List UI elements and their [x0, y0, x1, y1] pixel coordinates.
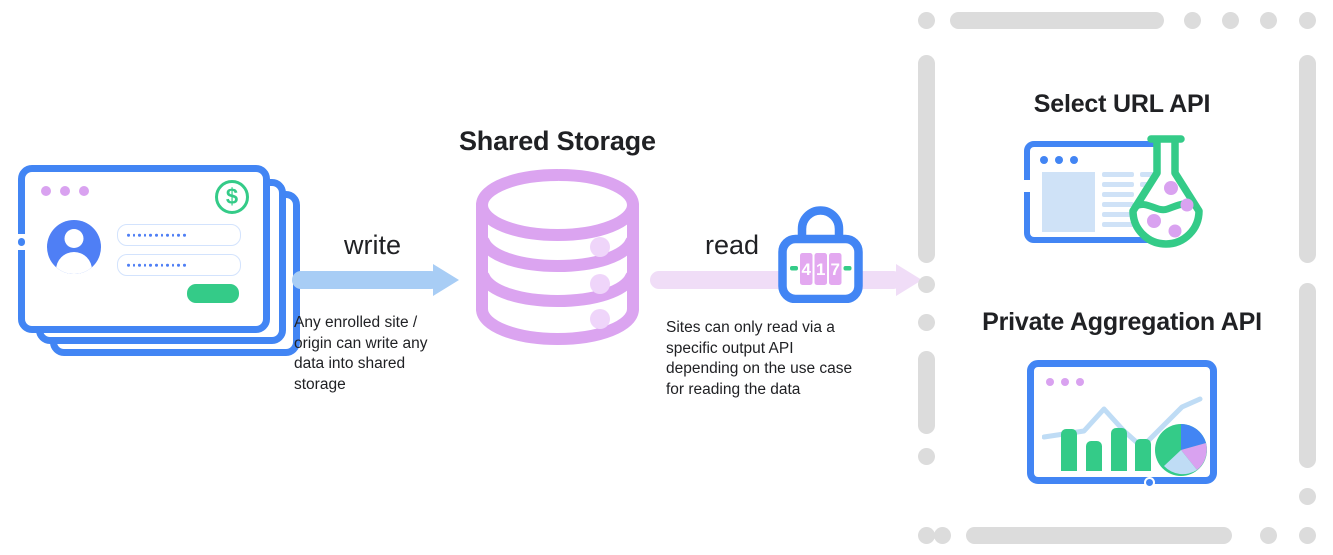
panel-border-segment	[950, 12, 1164, 29]
write-arrow-head	[433, 264, 459, 296]
masked-value	[127, 233, 186, 237]
browser-window-with-charts-icon	[1027, 360, 1217, 488]
read-arrow-head	[896, 264, 922, 296]
panel-border-dot	[918, 314, 935, 331]
read-arrow-shaft	[650, 271, 902, 289]
dollar-symbol: $	[225, 184, 239, 209]
read-label: read	[705, 230, 760, 260]
panel-border-dot	[918, 527, 935, 544]
panel-border-segment	[918, 55, 935, 263]
database-cylinder-icon	[470, 167, 645, 347]
shared-storage-title: Shared Storage	[459, 126, 656, 156]
masked-value	[127, 263, 186, 267]
source-sites-illustration: $	[14, 165, 304, 360]
browser-window-with-flask-icon	[1016, 133, 1231, 255]
panel-border-segment	[1299, 283, 1316, 468]
lock-digits: 4 1 7	[801, 260, 839, 279]
panel-border-dot	[1184, 12, 1201, 29]
titlebar-dot-2	[1061, 378, 1069, 386]
cylinder-svg	[475, 169, 640, 346]
panel-border-dot	[934, 527, 951, 544]
panel-border-dot	[1299, 488, 1316, 505]
lock-ticks	[790, 266, 852, 271]
avatar-head	[64, 229, 84, 248]
write-flow-arrow	[292, 222, 467, 296]
panel-border-dot	[1260, 527, 1277, 544]
write-arrow-shaft	[292, 271, 440, 289]
lock-svg: 4 1 7	[778, 206, 863, 304]
panel-border-dot	[918, 276, 935, 293]
panel-border-dot	[1222, 12, 1239, 29]
titlebar-dot-1	[41, 186, 51, 196]
titlebar-dots	[1040, 156, 1078, 164]
write-label: write	[344, 230, 402, 260]
select-url-api-title: Select URL API	[1033, 90, 1211, 118]
panel-border-dot	[1260, 12, 1277, 29]
pie-slice-lightblue	[1164, 450, 1197, 475]
titlebar-dot-3	[1070, 156, 1078, 164]
browser-window-front: $	[18, 165, 270, 333]
panel-border-segment	[918, 351, 935, 434]
private-aggregation-api-title: Private Aggregation API	[982, 308, 1262, 336]
svg-text:7: 7	[830, 260, 839, 279]
pie-slice-purple	[1181, 443, 1207, 470]
content-block	[1042, 172, 1095, 232]
titlebar-dot-3	[1076, 378, 1084, 386]
svg-text:4: 4	[801, 260, 811, 279]
read-caption: Sites can only read via a specific outpu…	[666, 319, 853, 398]
titlebar-dot-2	[60, 186, 70, 196]
titlebar-dot-3	[79, 186, 89, 196]
svg-text:1: 1	[816, 260, 825, 279]
password-field[interactable]	[117, 254, 241, 276]
pie-slice-blue	[1181, 424, 1206, 450]
bar-1	[1061, 429, 1077, 471]
titlebar-dot-2	[1055, 156, 1063, 164]
panel-border-segment	[966, 527, 1232, 544]
combination-lock-icon: 4 1 7	[778, 203, 863, 304]
private-agg-browser-window	[1027, 360, 1217, 484]
titlebar-dots	[41, 186, 89, 196]
write-caption: Any enrolled site / origin can write any…	[294, 314, 428, 393]
output-apis-panel: Select URL API	[918, 8, 1326, 548]
pie-chart	[1155, 424, 1207, 476]
panel-border-segment	[1299, 55, 1316, 263]
dollar-circle-icon: $	[215, 180, 249, 214]
submit-button[interactable]	[187, 284, 239, 303]
panel-border-dot	[918, 448, 935, 465]
bar-4	[1135, 439, 1151, 471]
titlebar-dots	[1046, 378, 1084, 386]
panel-border-dot	[918, 12, 935, 29]
window-border-gap-dot	[1146, 479, 1153, 486]
panel-border-dot	[1299, 12, 1316, 29]
titlebar-dot-1	[1040, 156, 1048, 164]
bar-2	[1086, 441, 1102, 471]
avatar-body	[56, 252, 92, 274]
flask-icon	[1129, 135, 1203, 248]
panel-border-dot	[1299, 527, 1316, 544]
avatar	[47, 220, 101, 274]
bar-3	[1111, 428, 1127, 471]
lock-dials	[800, 253, 842, 285]
titlebar-dot-1	[1046, 378, 1054, 386]
username-field[interactable]	[117, 224, 241, 246]
